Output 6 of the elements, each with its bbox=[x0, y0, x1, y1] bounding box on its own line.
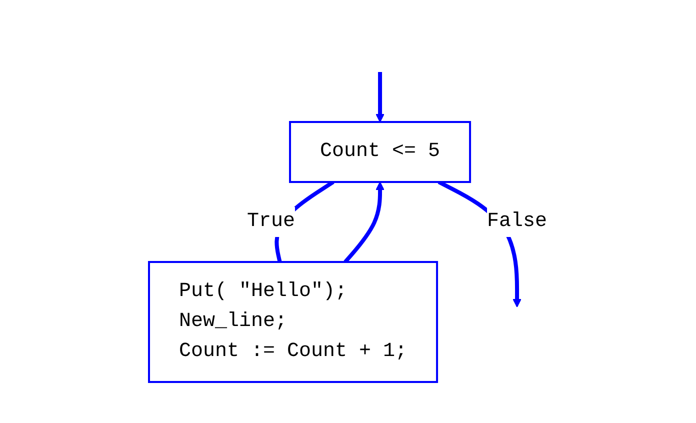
arrow bbox=[344, 181, 384, 263]
node-box: Put( "Hello"); New_line; Count := Count + 1; bbox=[148, 260, 438, 382]
arrow bbox=[376, 72, 384, 122]
edge-label: True bbox=[246, 209, 295, 232]
node-box: Count <= 5 bbox=[288, 120, 471, 182]
edge-label: False bbox=[487, 209, 548, 232]
